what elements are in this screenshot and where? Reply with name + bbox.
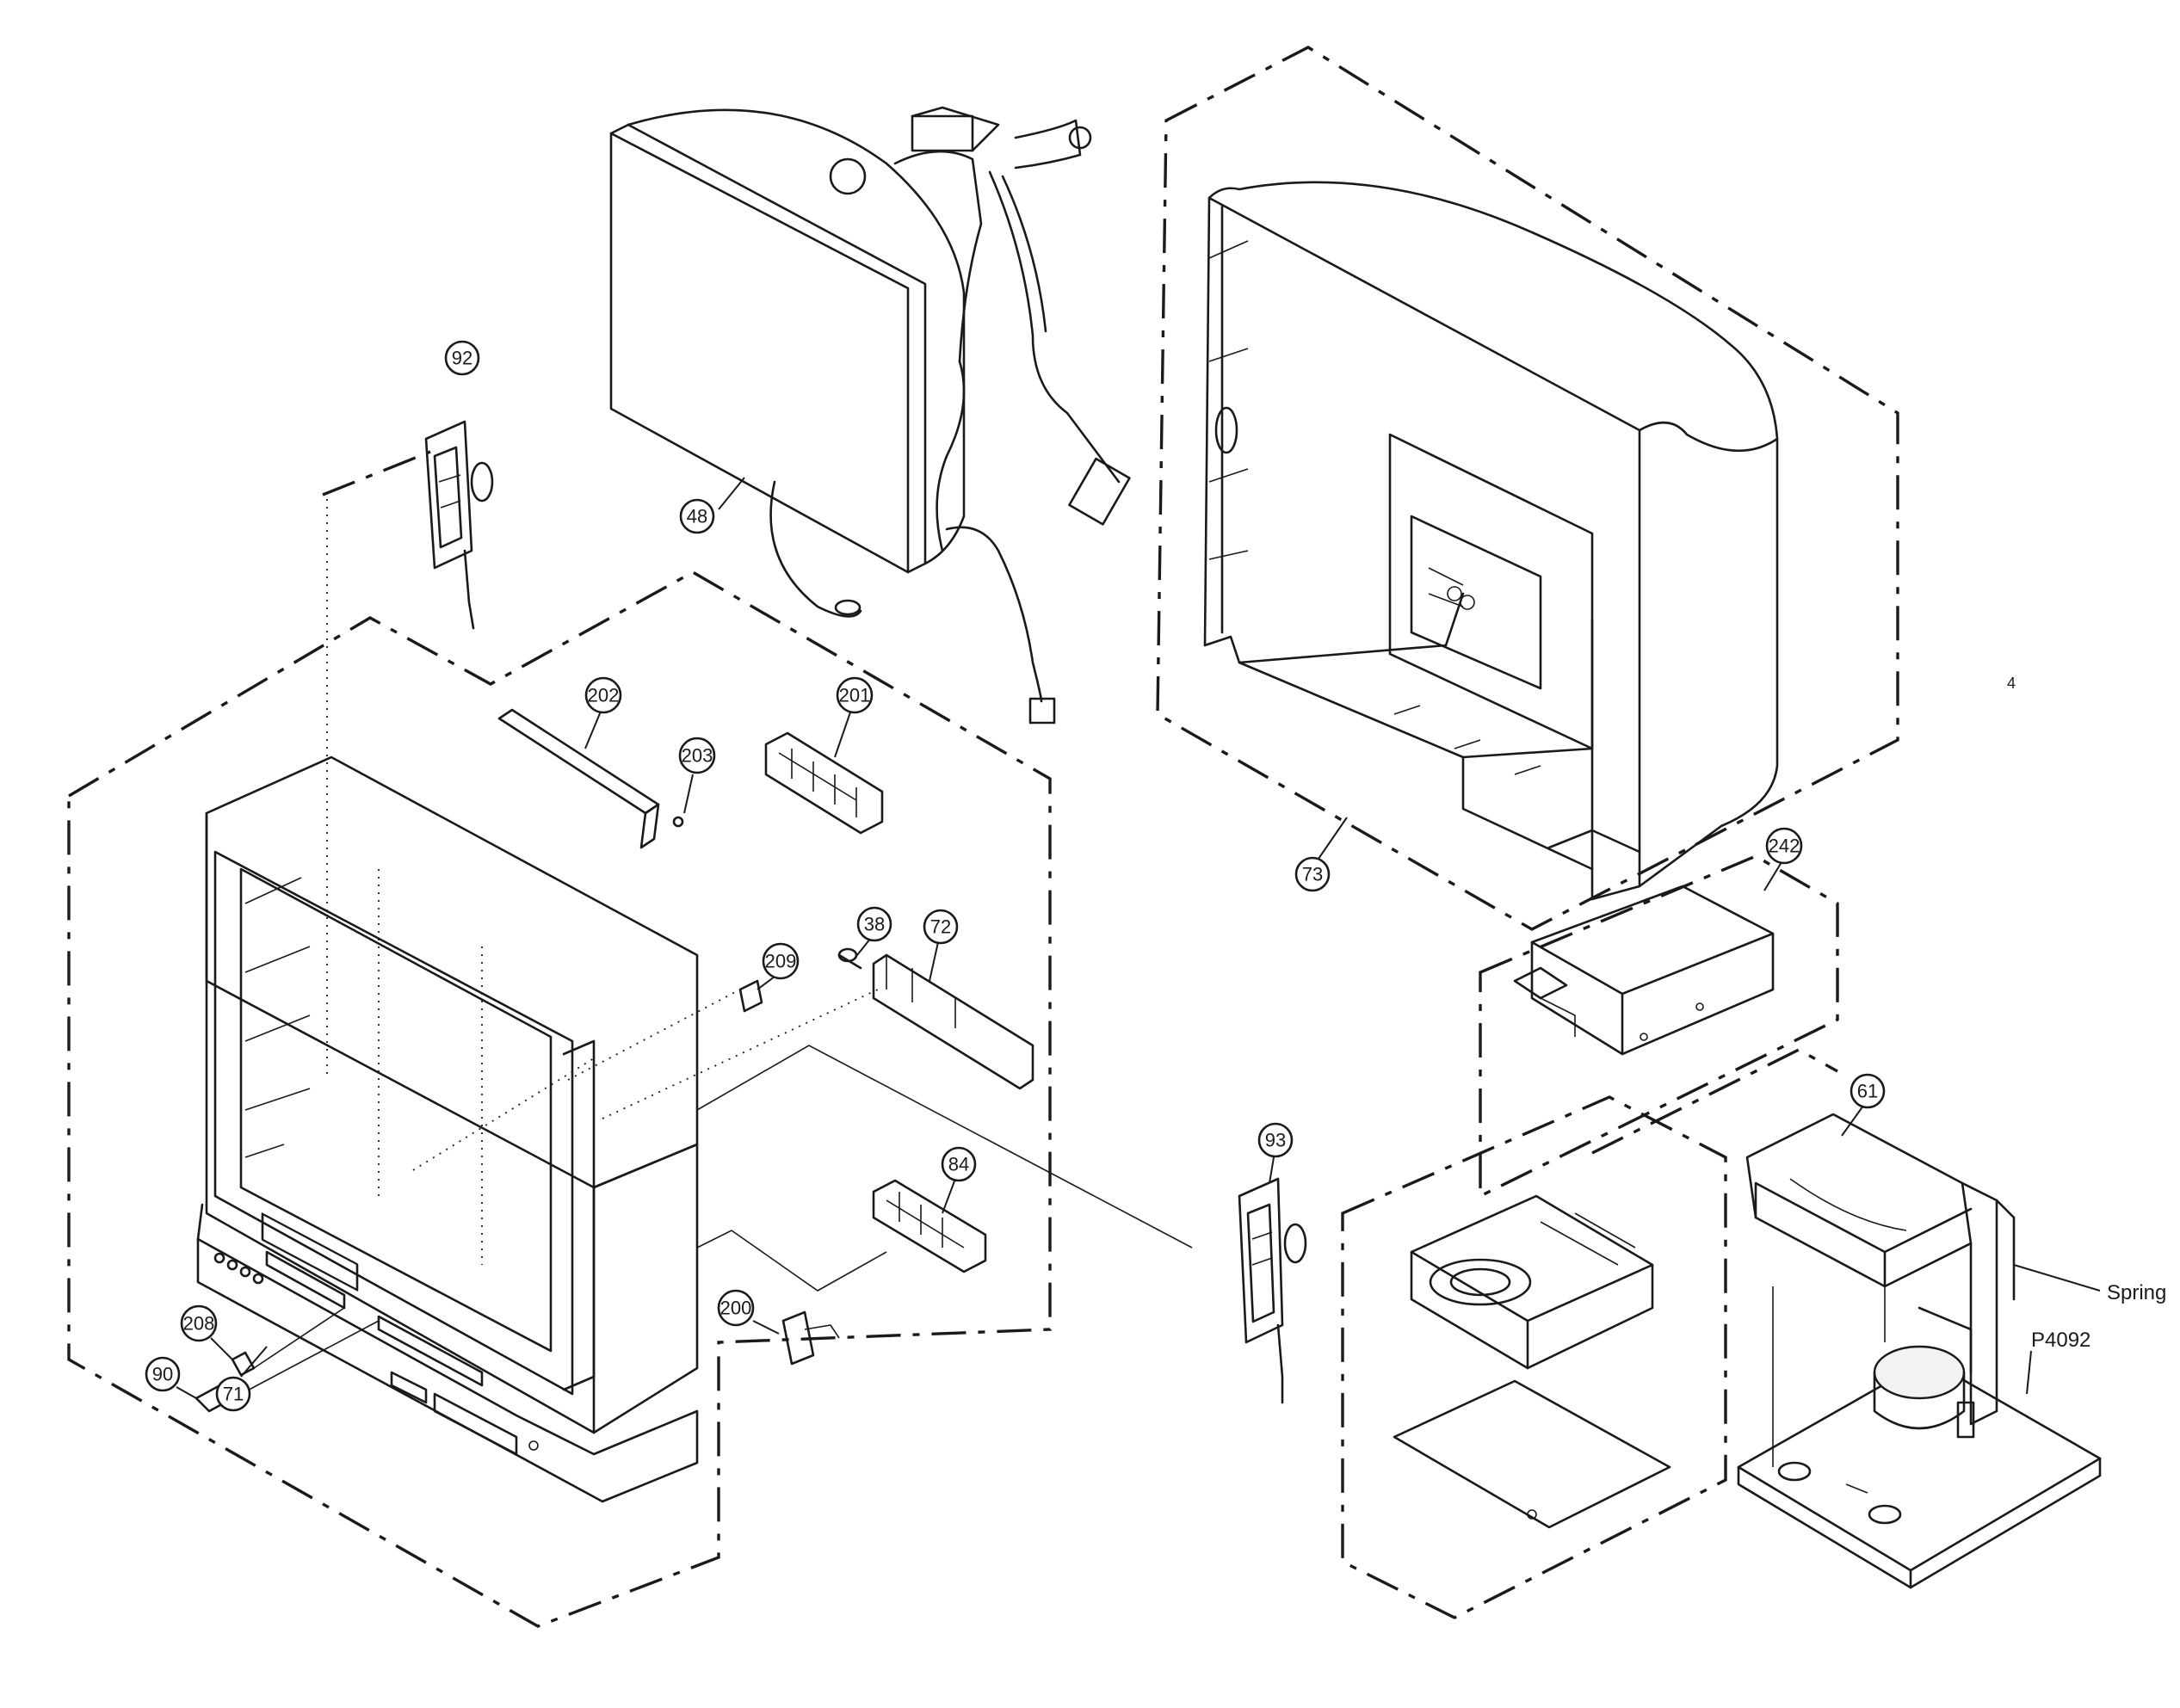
svg-text:209: 209 <box>765 951 797 972</box>
p4092-label: P4092 <box>2031 1329 2090 1352</box>
bracket-group-boundary <box>1479 854 1839 1199</box>
back-cabinet-group-boundary <box>1156 46 1899 931</box>
callout-72: 72 <box>923 909 959 945</box>
back-cabinet-part <box>1203 181 1779 901</box>
front-cabinet-part <box>196 755 699 1503</box>
lower-control-board-part <box>696 1178 987 1292</box>
front-cabinet-group-boundary <box>67 570 1052 1628</box>
svg-text:72: 72 <box>930 916 951 938</box>
svg-text:61: 61 <box>1857 1081 1878 1102</box>
spring-label: Spring <box>2107 1281 2166 1304</box>
deck-mechanism-part <box>1393 1194 1671 1529</box>
callout-38: 38 <box>856 906 892 942</box>
chassis-plate-part <box>1737 1286 2102 1589</box>
svg-text:200: 200 <box>720 1298 752 1319</box>
svg-text:93: 93 <box>1265 1130 1286 1151</box>
top-bracket-part <box>497 706 694 849</box>
callout-242: 242 <box>1765 827 1803 865</box>
callout-73: 73 <box>1294 856 1331 892</box>
svg-text:71: 71 <box>223 1384 244 1405</box>
callout-61: 61 <box>1850 1073 1886 1109</box>
callout-92: 92 <box>444 340 480 376</box>
callout-90: 90 <box>145 1356 181 1392</box>
svg-text:48: 48 <box>687 506 707 527</box>
callout-209: 209 <box>762 942 800 980</box>
mounting-bracket-part <box>1513 861 1782 1056</box>
corner-mark-label: 4 <box>2007 675 2016 692</box>
callout-203: 203 <box>678 737 716 774</box>
deck-mechanism-group-boundary <box>1341 1095 1727 1619</box>
svg-text:208: 208 <box>183 1313 215 1335</box>
right-speaker-part <box>1238 1156 1307 1404</box>
callout-202: 202 <box>584 676 622 714</box>
callout-93: 93 <box>1257 1122 1294 1158</box>
svg-text:203: 203 <box>682 745 713 767</box>
svg-text:201: 201 <box>839 685 871 706</box>
left-speaker-part <box>322 420 494 1076</box>
svg-text:90: 90 <box>152 1364 173 1385</box>
jack-bracket-part <box>752 1310 840 1366</box>
group-boundaries <box>67 46 1899 1628</box>
svg-text:38: 38 <box>864 914 885 935</box>
svg-text:242: 242 <box>1769 836 1800 857</box>
callout-200: 200 <box>717 1289 755 1327</box>
top-control-board-part <box>764 706 884 835</box>
svg-text:73: 73 <box>1302 864 1323 885</box>
callout-48: 48 <box>679 498 715 534</box>
svg-text:84: 84 <box>948 1154 969 1175</box>
callout-208: 208 <box>180 1304 218 1342</box>
middle-small-parts <box>567 937 1193 1249</box>
callout-201: 201 <box>836 676 874 714</box>
callout-71: 71 <box>215 1376 251 1412</box>
callout-84: 84 <box>941 1146 977 1182</box>
svg-text:92: 92 <box>452 348 472 369</box>
svg-text:202: 202 <box>588 685 620 706</box>
picture-tube-part <box>609 106 1131 725</box>
chassis-group-boundary <box>1591 1048 1838 1155</box>
